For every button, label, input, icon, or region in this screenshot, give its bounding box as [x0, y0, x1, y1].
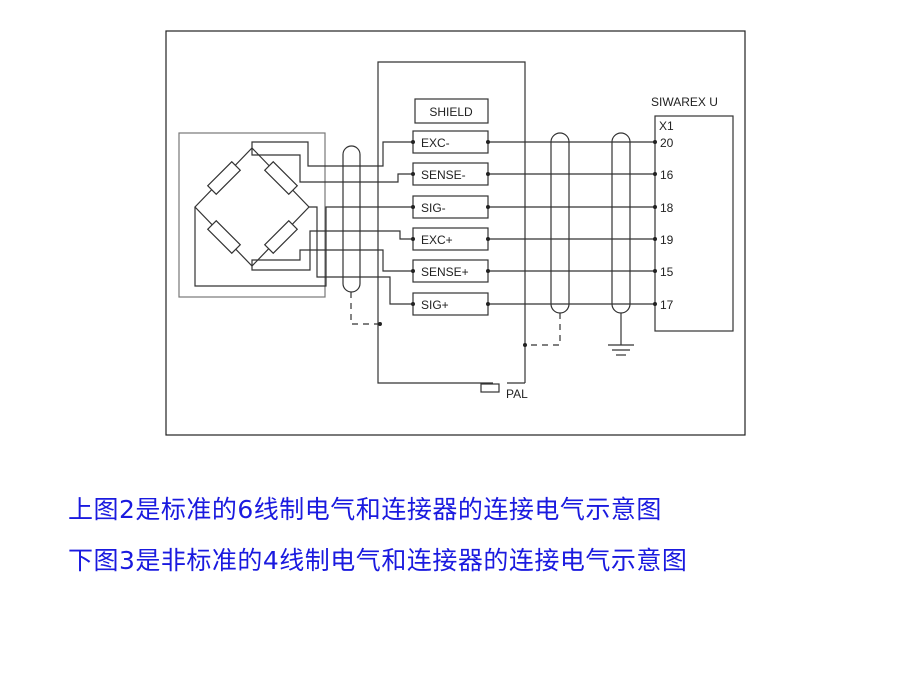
diagram-frame — [165, 30, 746, 436]
caption-line-2: 下图3是非标准的4线制电气和连接器的连接电气示意图 — [68, 546, 688, 575]
shield-label: SHIELD — [429, 105, 473, 119]
wiring-diagram: SHIELD SIWAREX U X1 PAL EXC- SENSE- SIG-… — [165, 30, 746, 436]
wire-label: EXC+ — [421, 233, 453, 247]
bridge-circuit — [194, 147, 310, 267]
wire-label: SENSE- — [421, 168, 466, 182]
junction-box — [377, 61, 526, 384]
cable-shield-left — [342, 145, 361, 293]
pin-label: 19 — [660, 233, 674, 247]
cable-shield-right — [611, 132, 631, 314]
resistor — [263, 160, 299, 196]
pal-terminal — [480, 383, 500, 393]
connector-label: X1 — [659, 119, 674, 133]
cable-shield-mid — [550, 132, 570, 314]
pal-label: PAL — [506, 387, 528, 401]
wire-label: EXC- — [421, 136, 450, 150]
pin-label: 18 — [660, 201, 674, 215]
load-cell-box — [178, 132, 326, 298]
caption-line-1: 上图2是标准的6线制电气和连接器的连接电气示意图 — [68, 495, 662, 524]
siwarex-device-box — [654, 115, 734, 332]
pin-label: 17 — [660, 298, 674, 312]
pin-label: 16 — [660, 168, 674, 182]
junction-dots — [378, 140, 657, 347]
resistor — [263, 219, 299, 255]
ground-icon — [608, 344, 634, 356]
wire-label: SENSE+ — [421, 265, 469, 279]
wire-label: SIG+ — [421, 298, 449, 312]
pin-label: 20 — [660, 136, 674, 150]
resistor — [206, 219, 242, 255]
shield-box — [414, 98, 489, 124]
wire-label: SIG- — [421, 201, 446, 215]
resistor — [206, 160, 242, 196]
pin-label: 15 — [660, 265, 674, 279]
device-label: SIWAREX U — [651, 95, 718, 109]
